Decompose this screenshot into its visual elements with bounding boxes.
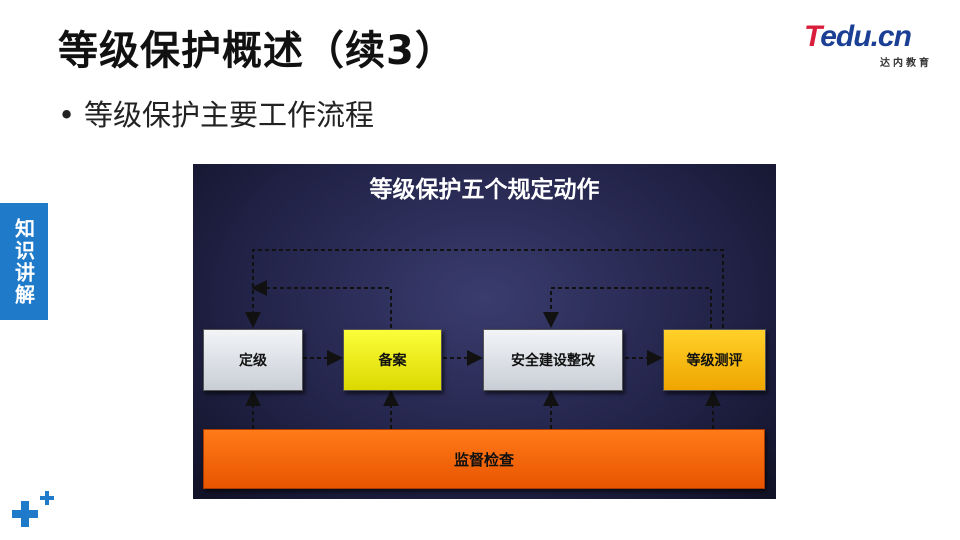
- logo-wordmark: Tedu.cn: [804, 20, 912, 54]
- plus-icon: [12, 491, 54, 527]
- logo-t: T: [804, 20, 821, 53]
- node-dingji-label: 定级: [239, 353, 267, 369]
- bullet-dot-icon: •: [58, 98, 76, 132]
- node-cepin-label: 等级测评: [686, 353, 743, 369]
- logo-subtitle: 达内教育: [880, 58, 932, 69]
- diagram-arrows: [245, 249, 724, 429]
- node-jiandu: 监督检查: [203, 429, 765, 489]
- bullet-item: •等级保护主要工作流程: [58, 92, 374, 134]
- tedu-logo: Tedu.cn 达内教育: [804, 20, 934, 69]
- slide-title: 等级保护概述（续3）: [58, 28, 456, 74]
- node-beian: 备案: [343, 329, 442, 391]
- workflow-diagram: 等级保护五个规定动作 定级 备案: [193, 164, 776, 499]
- arrow-loop-cepin: [543, 287, 712, 328]
- arrow-loop-beian: [251, 280, 392, 328]
- logo-cn: .cn: [870, 20, 912, 53]
- side-tab-label: 知识讲解: [11, 217, 36, 306]
- bullet-text: 等级保护主要工作流程: [84, 98, 375, 132]
- node-jiandu-label: 监督检查: [453, 450, 514, 469]
- logo-edu: edu: [820, 20, 871, 53]
- node-zhenggai: 安全建设整改: [483, 329, 623, 391]
- diagram-title: 等级保护五个规定动作: [369, 177, 600, 203]
- node-beian-label: 备案: [378, 353, 407, 369]
- node-cepin: 等级测评: [663, 329, 766, 391]
- side-tab: 知识讲解: [0, 203, 48, 320]
- node-dingji: 定级: [203, 329, 303, 391]
- node-zhenggai-label: 安全建设整改: [511, 353, 595, 369]
